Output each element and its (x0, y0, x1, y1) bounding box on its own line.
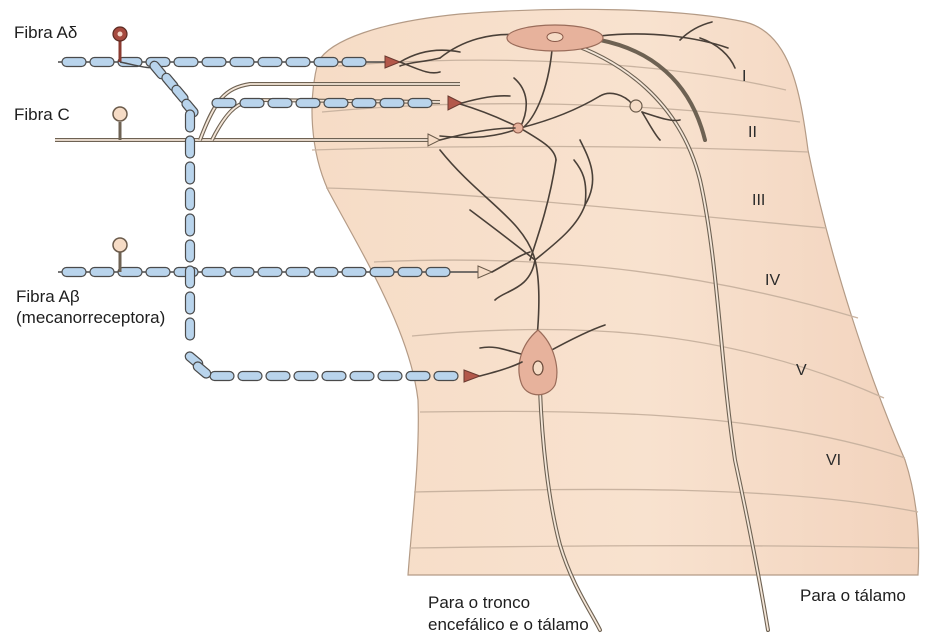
a-beta-myelin-segment (62, 268, 86, 277)
a-beta-myelin-segment (118, 268, 142, 277)
a-beta-myelin-segment (370, 268, 394, 277)
a-delta-myelin-segment (62, 58, 86, 67)
a-beta-myelin-segment (146, 268, 170, 277)
a-beta-vertical-myelin-segment (186, 162, 195, 184)
lamina-label-4: IV (765, 272, 780, 290)
a-delta-collateral-myelin-segment (380, 99, 404, 108)
a-beta-vertical-myelin-segment (186, 188, 195, 210)
a-beta-vertical-myelin-segment (186, 318, 195, 340)
lamina-label-2: II (748, 124, 757, 142)
a-delta-myelin-segment (258, 58, 282, 67)
a-delta-myelin-segment (286, 58, 310, 67)
a-delta-collateral-myelin-segment (352, 99, 376, 108)
a-delta-myelin-segment (174, 58, 198, 67)
c-fiber-label: Fibra C (14, 104, 70, 125)
brainstem-label-line2: encefálico e o tálamo (428, 614, 589, 635)
a-delta-myelin-segment (230, 58, 254, 67)
a-delta-myelin-segment (202, 58, 226, 67)
a-delta-collateral-myelin-segment (324, 99, 348, 108)
a-beta-vertical-myelin-segment (186, 136, 195, 158)
a-beta-vertical-myelin-segment (186, 266, 195, 288)
a-delta-collateral-myelin-segment (212, 99, 236, 108)
a-beta-lower-myelin-segment (378, 372, 402, 381)
a-beta-fiber-label: Fibra Aβ (16, 286, 80, 307)
a-beta-myelin-segment (202, 268, 226, 277)
a-beta-lower-myelin-segment (434, 372, 458, 381)
c-fiber-receptor-icon (113, 107, 127, 121)
a-delta-fiber-label: Fibra Aδ (14, 22, 77, 43)
a-beta-lower-myelin-segment (294, 372, 318, 381)
a-delta-myelin-segment (342, 58, 366, 67)
a-beta-fiber-sublabel: (mecanorreceptora) (16, 307, 165, 328)
a-beta-myelin-segment (286, 268, 310, 277)
a-delta-myelin-segment (314, 58, 338, 67)
a-beta-lower-myelin-segment (238, 372, 262, 381)
brainstem-label-line1: Para o tronco (428, 592, 530, 613)
a-beta-receptor-icon (113, 238, 127, 252)
a-delta-collateral-myelin-segment (408, 99, 432, 108)
a-beta-myelin-segment (90, 268, 114, 277)
a-beta-myelin-segment (342, 268, 366, 277)
a-beta-lower-myelin-segment (210, 372, 234, 381)
a-beta-vertical-myelin-segment (186, 240, 195, 262)
a-beta-lower-myelin-segment (350, 372, 374, 381)
a-delta-collateral-myelin-segment (268, 99, 292, 108)
a-beta-vertical-myelin-segment (186, 110, 195, 132)
thalamus-label: Para o tálamo (800, 585, 906, 606)
a-beta-vertical-myelin-segment (186, 214, 195, 236)
lamina-label-5: V (796, 362, 807, 380)
a-beta-lower-myelin-segment (266, 372, 290, 381)
a-delta-collateral-myelin-segment (240, 99, 264, 108)
a-beta-myelin-segment (398, 268, 422, 277)
a-beta-lower-myelin-segment (406, 372, 430, 381)
a-delta-myelin-segment (90, 58, 114, 67)
a-beta-myelin-segment (426, 268, 450, 277)
a-beta-lower-myelin-segment (322, 372, 346, 381)
a-delta-collateral-myelin-segment (296, 99, 320, 108)
lamina-label-3: III (752, 192, 765, 210)
lamina-label-6: VI (826, 452, 841, 470)
a-beta-myelin-segment (230, 268, 254, 277)
a-beta-myelin-segment (314, 268, 338, 277)
a-beta-vertical-myelin-segment (186, 292, 195, 314)
lamina-label-1: I (742, 68, 746, 86)
a-beta-myelin-segment (258, 268, 282, 277)
